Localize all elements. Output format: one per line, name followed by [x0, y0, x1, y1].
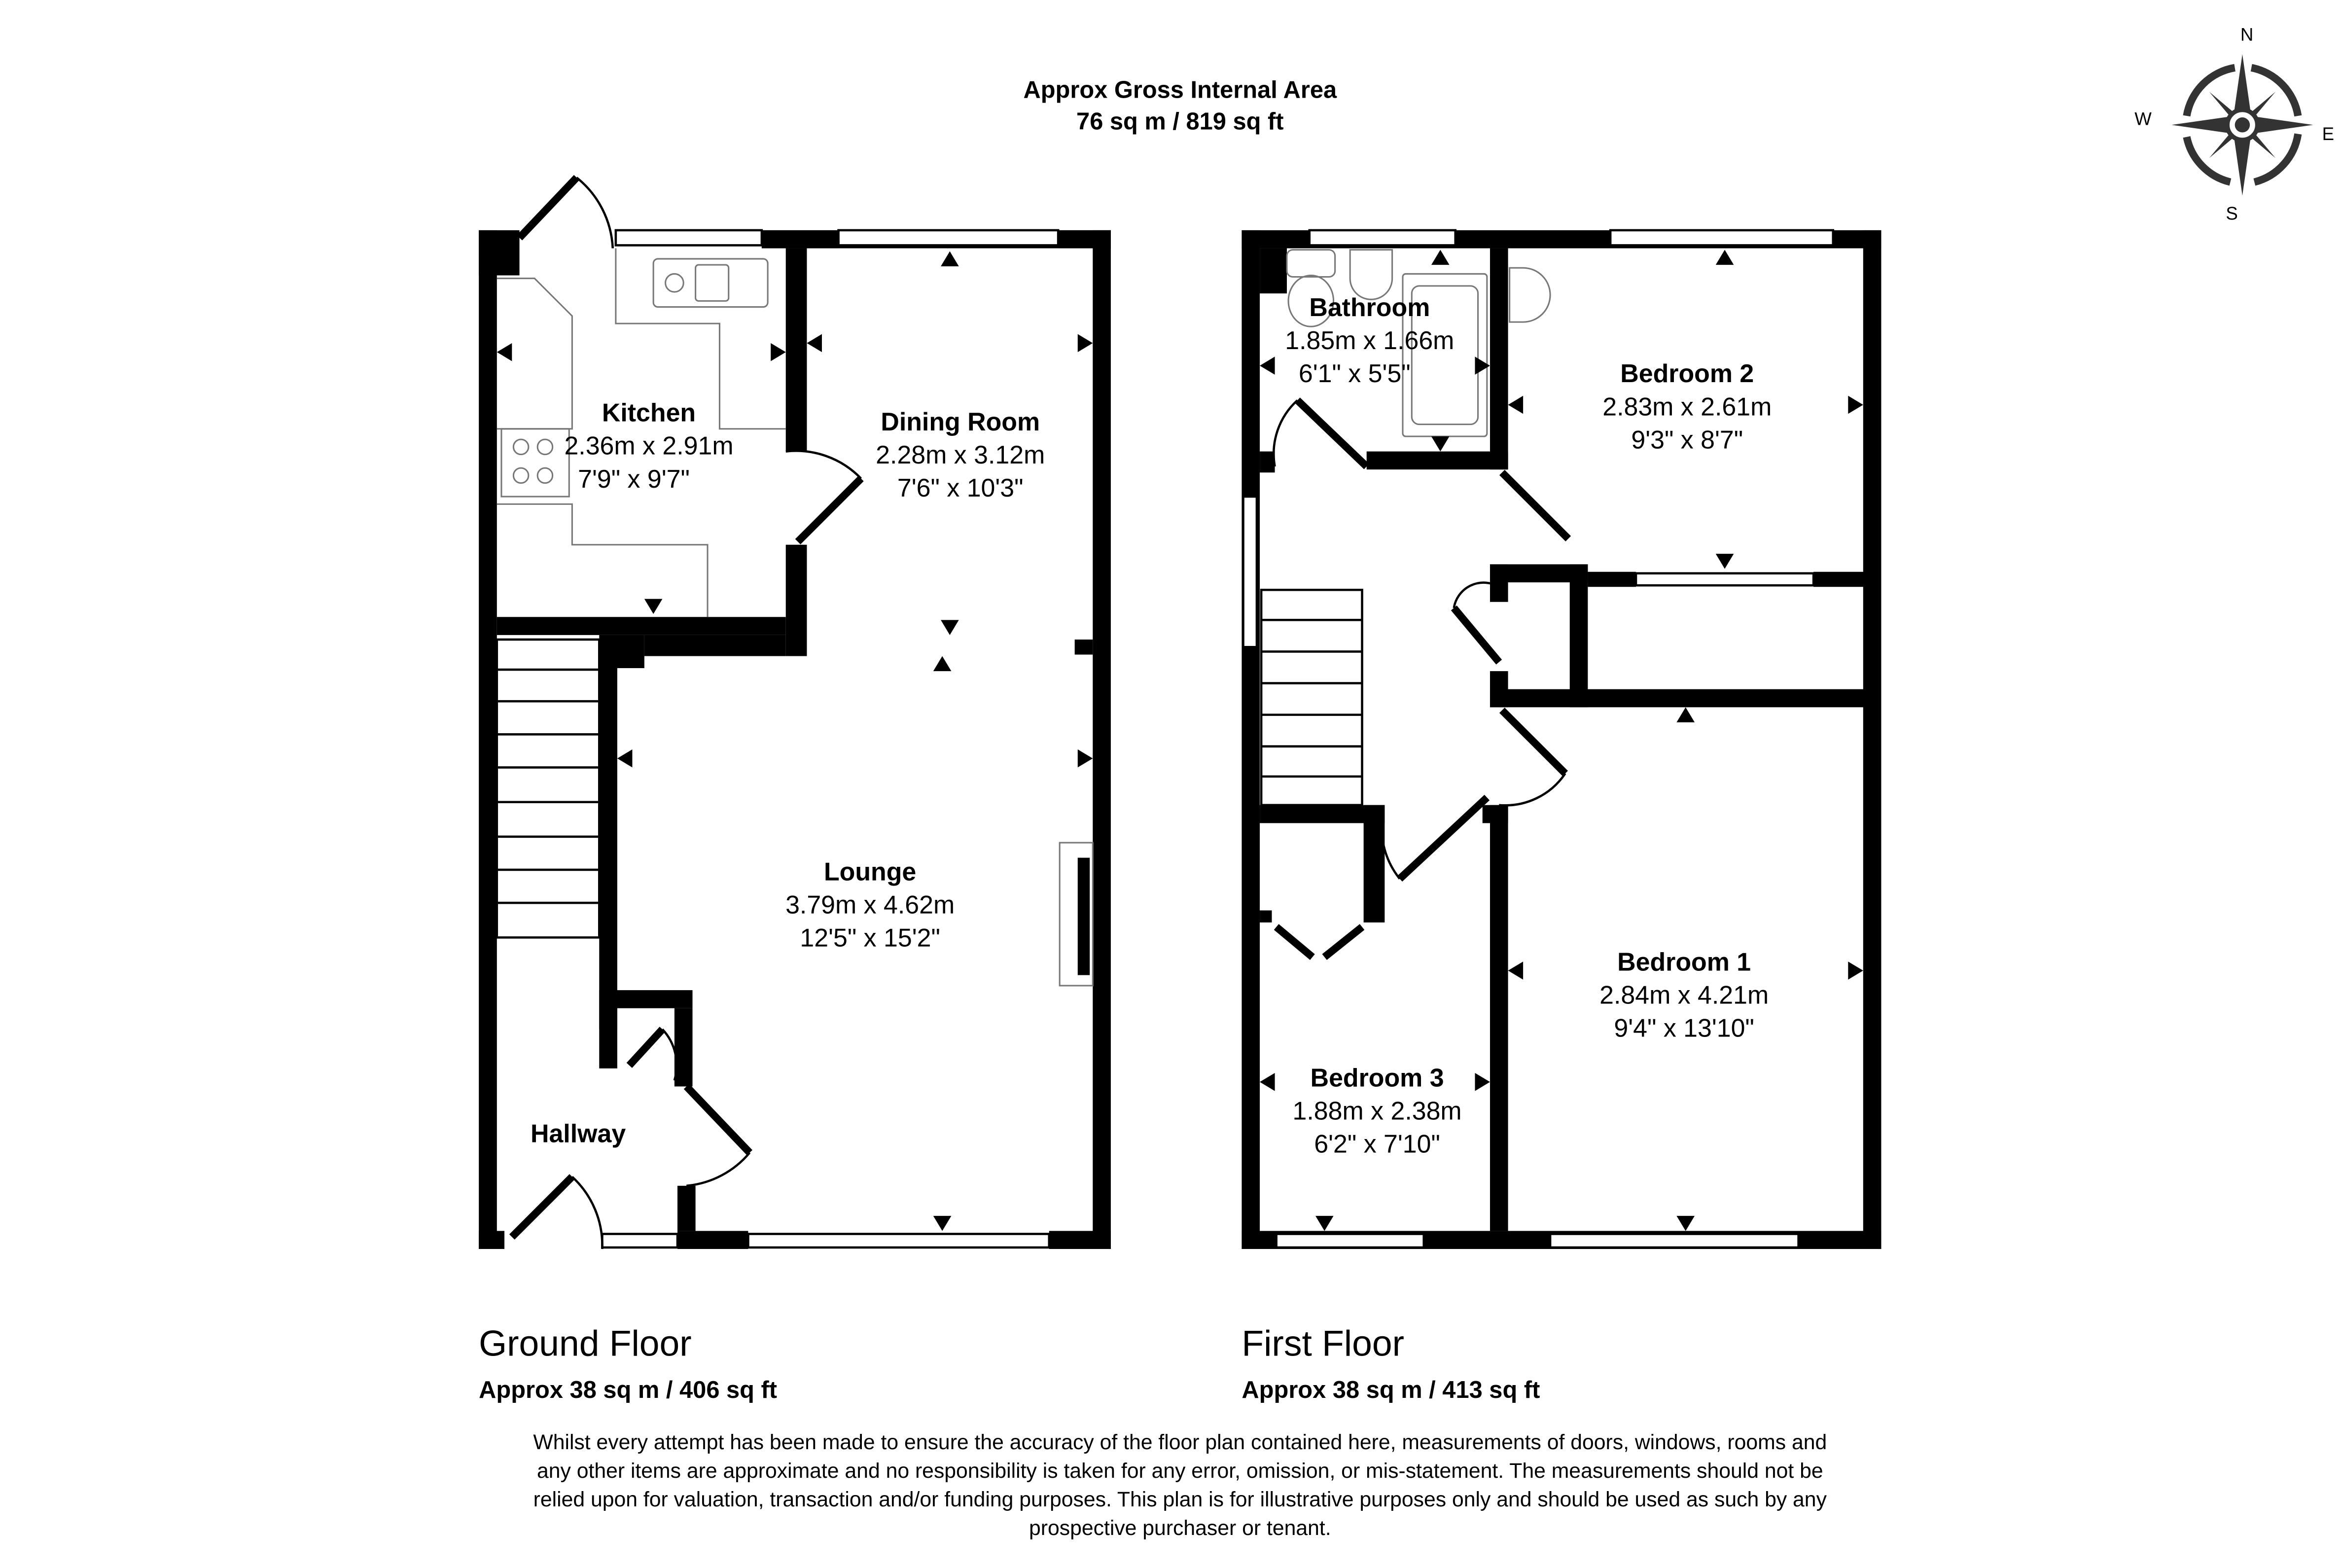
disclaimer-line: any other items are approximate and no r… — [537, 1459, 1823, 1483]
room-imperial-bedroom1: 9'4" x 13'10" — [1614, 1014, 1754, 1042]
kitchen-units — [497, 248, 786, 617]
ground-floor-plan: Kitchen 2.36m x 2.91m 7'9" x 9'7" Dining… — [479, 175, 1111, 1249]
landing-window — [1242, 495, 1258, 648]
compass-w: W — [2134, 108, 2152, 129]
room-metric-bedroom1: 2.84m x 4.21m — [1599, 981, 1769, 1009]
bathroom-fixtures — [1286, 249, 1551, 437]
ground-floor-area: Approx 38 sq m / 406 sq ft — [479, 1377, 777, 1403]
first-doors — [1273, 397, 1571, 960]
disclaimer-line: relied upon for valuation, transaction a… — [533, 1488, 1827, 1511]
disclaimer-line: prospective purchaser or tenant. — [1029, 1516, 1331, 1540]
bedroom1-window — [1549, 1233, 1800, 1249]
room-metric-bathroom: 1.85m x 1.66m — [1285, 326, 1454, 355]
lounge-window — [747, 1233, 1051, 1249]
ground-stairs — [496, 638, 601, 939]
room-name-bedroom1: Bedroom 1 — [1617, 947, 1751, 976]
compass-s: S — [2226, 204, 2237, 224]
room-name-lounge: Lounge — [824, 857, 916, 886]
hallway-window — [601, 1233, 679, 1249]
disclaimer-line: Whilst every attempt has been made to en… — [533, 1430, 1827, 1454]
room-imperial-lounge: 12'5" x 15'2" — [800, 924, 940, 952]
dimension-arrows — [1260, 249, 1863, 1231]
room-metric-dining: 2.28m x 3.12m — [876, 440, 1045, 469]
room-name-dining: Dining Room — [881, 407, 1040, 436]
room-name-bedroom3: Bedroom 3 — [1311, 1063, 1444, 1092]
first-floor-plan: Bathroom 1.85m x 1.66m 6'1" x 5'5" Bedro… — [1242, 229, 1881, 1249]
first-floor-label: First Floor — [1242, 1323, 1404, 1364]
room-name-kitchen: Kitchen — [602, 398, 696, 427]
ground-doors — [509, 175, 864, 1249]
room-metric-lounge: 3.79m x 4.62m — [785, 890, 955, 919]
first-floor-area: Approx 38 sq m / 413 sq ft — [1242, 1377, 1540, 1403]
bedroom2-window — [1609, 229, 1835, 247]
room-metric-bedroom3: 1.88m x 2.38m — [1293, 1097, 1462, 1125]
room-metric-kitchen: 2.36m x 2.91m — [564, 431, 733, 460]
room-name-bedroom2: Bedroom 2 — [1620, 359, 1754, 388]
room-name-hallway: Hallway — [531, 1119, 626, 1147]
compass-e: E — [2322, 124, 2334, 144]
gross-area-value: 76 sq m / 819 sq ft — [1076, 108, 1284, 135]
room-metric-bedroom2: 2.83m x 2.61m — [1602, 392, 1772, 421]
room-imperial-bedroom3: 6'2" x 7'10" — [1314, 1130, 1440, 1158]
room-imperial-bathroom: 6'1" x 5'5" — [1299, 359, 1411, 388]
first-stairs — [1260, 589, 1363, 807]
fireplace — [1059, 842, 1094, 987]
disclaimer: Whilst every attempt has been made to en… — [533, 1430, 1827, 1540]
kitchen-window — [614, 229, 763, 247]
wardrobe-sliding-door — [1634, 572, 1815, 587]
room-imperial-kitchen: 7'9" x 9'7" — [578, 464, 690, 493]
compass-icon: N E S W — [2134, 24, 2334, 223]
room-imperial-dining: 7'6" x 10'3" — [897, 473, 1024, 502]
bedroom3-window — [1275, 1233, 1425, 1249]
ground-floor-label: Ground Floor — [479, 1323, 691, 1364]
room-imperial-bedroom2: 9'3" x 8'7" — [1631, 425, 1743, 454]
dimension-arrows — [497, 251, 1093, 1231]
compass-n: N — [2240, 24, 2253, 44]
dining-window — [837, 229, 1060, 247]
room-name-bathroom: Bathroom — [1309, 293, 1430, 321]
bathroom-window — [1308, 229, 1457, 247]
gross-area-title: Approx Gross Internal Area — [1023, 76, 1337, 103]
